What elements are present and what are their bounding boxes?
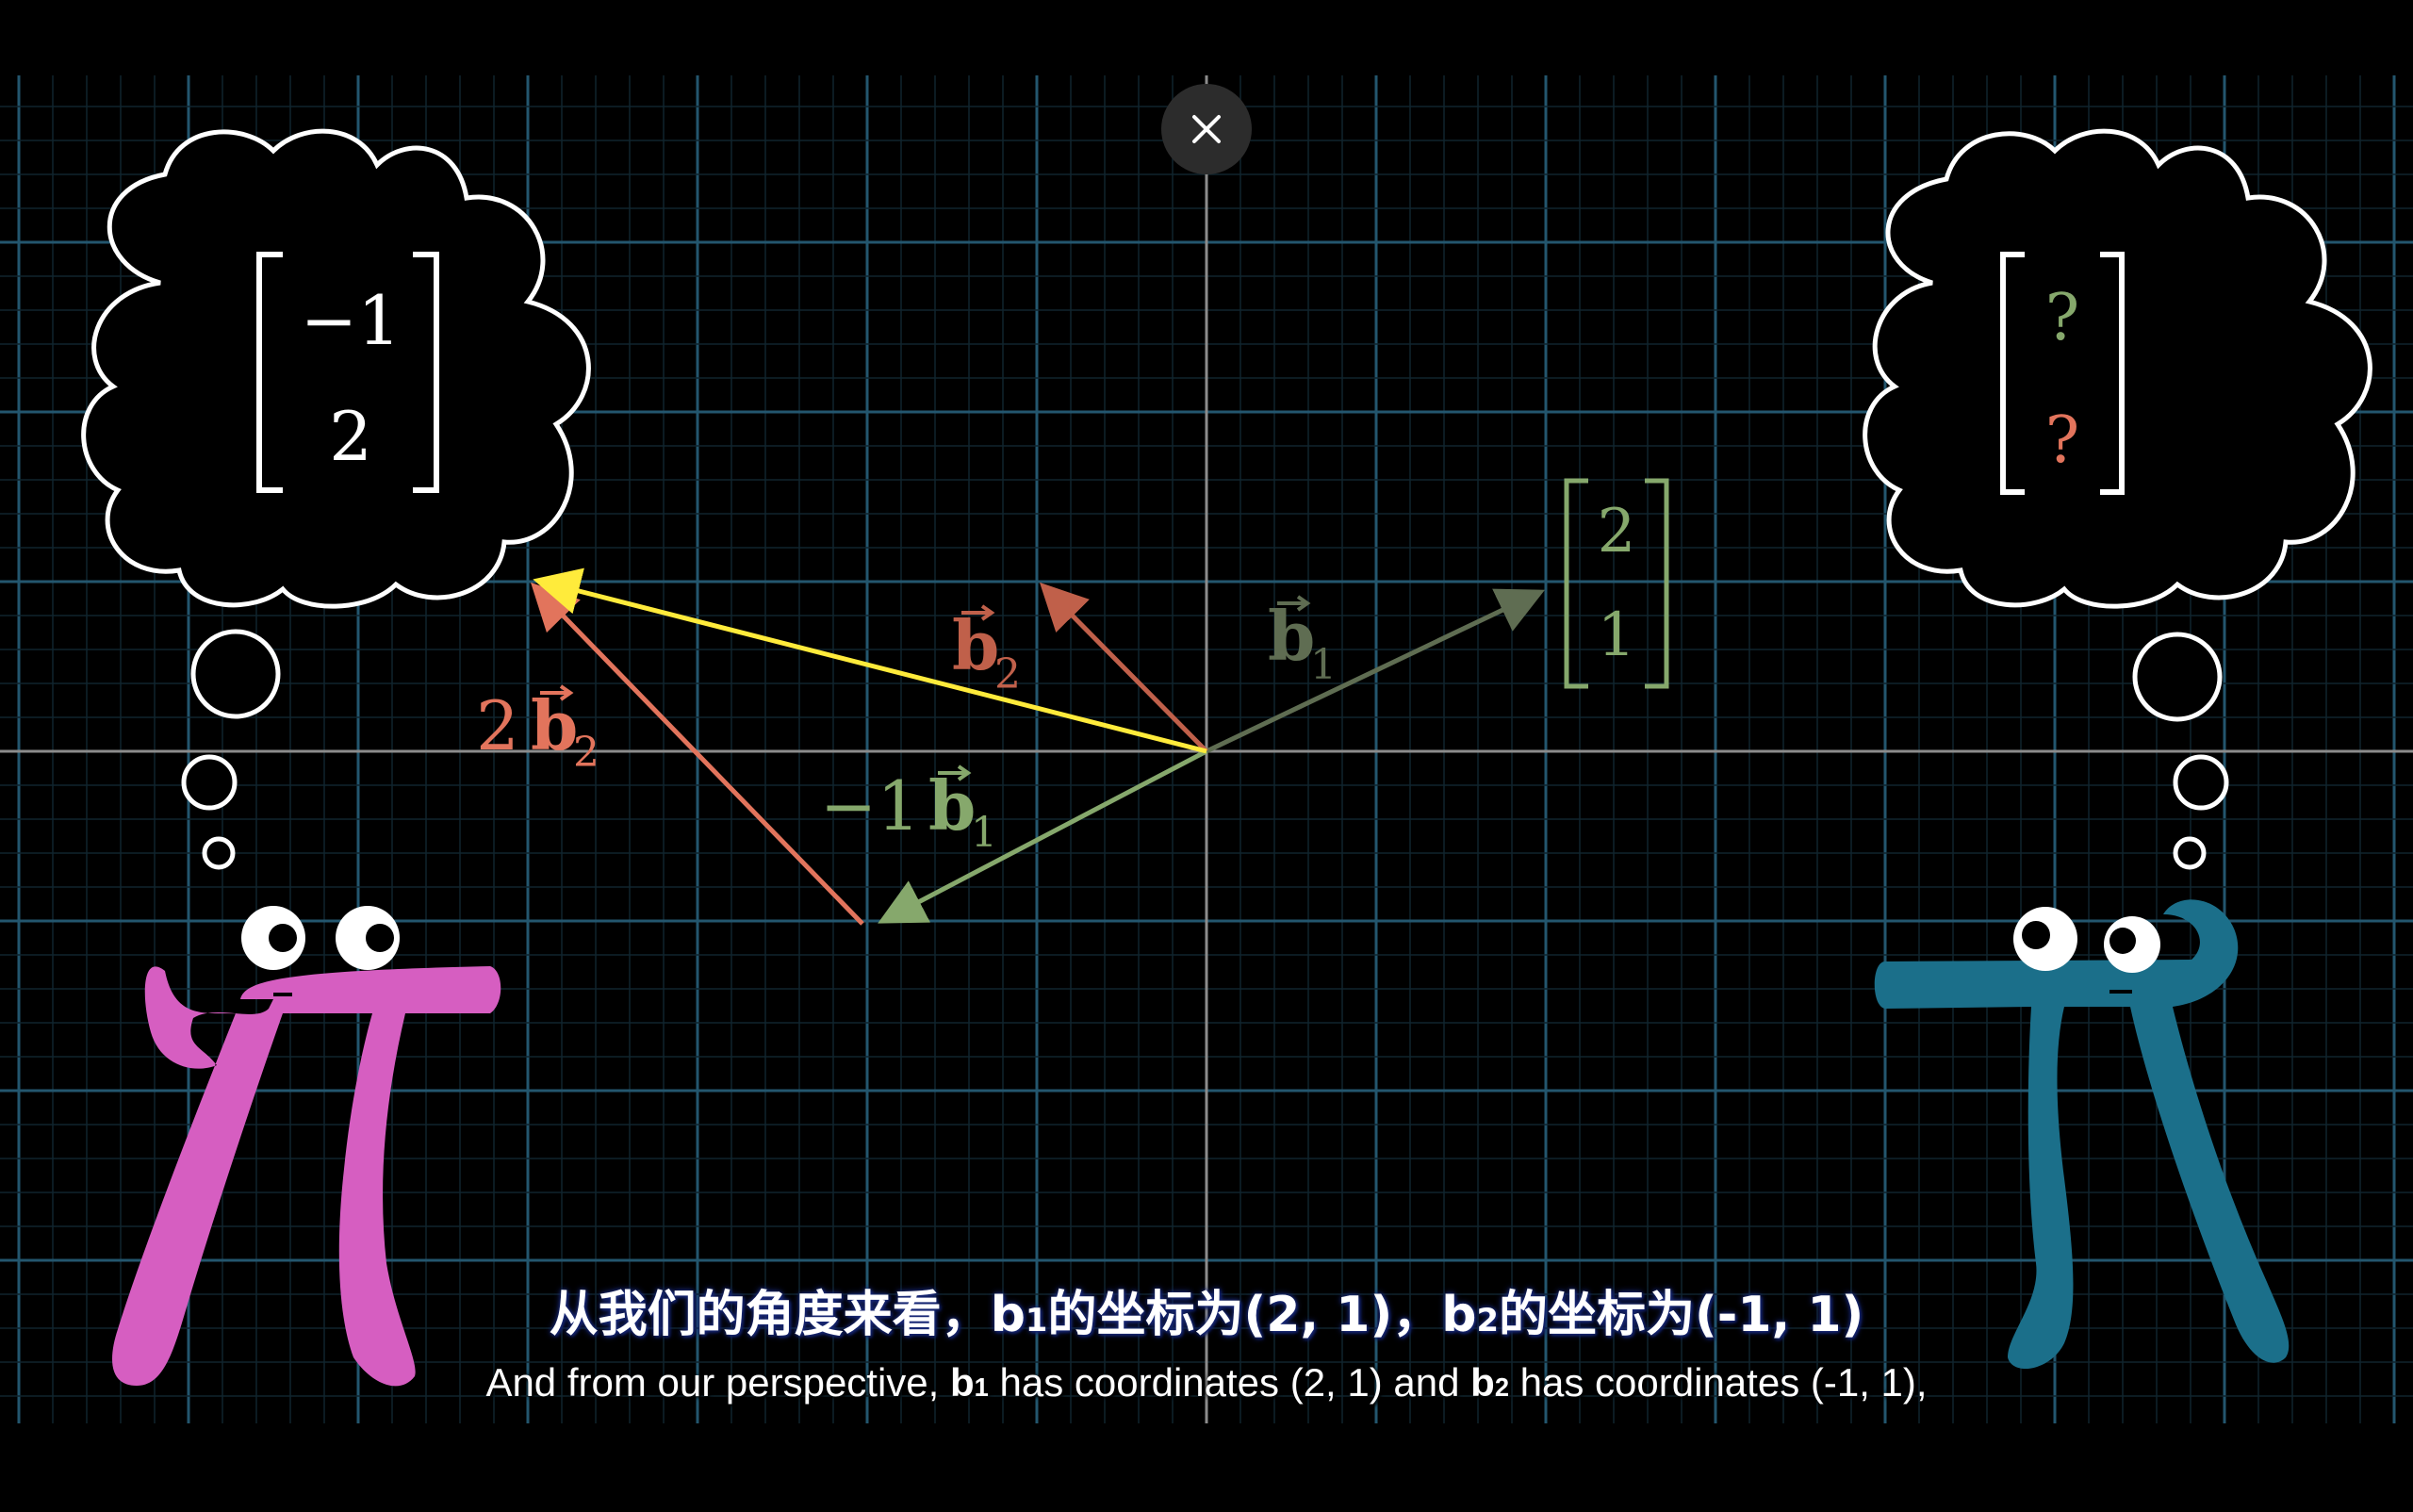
svg-text:2: 2 [573, 729, 599, 777]
svg-text:1: 1 [1598, 600, 1636, 670]
neg-b1-vector [878, 748, 1208, 924]
close-icon [1192, 115, 1221, 143]
svg-text:2: 2 [476, 686, 519, 765]
svg-text:2: 2 [1598, 497, 1636, 567]
subtitle-english: And from our perspective, b1 has coordin… [485, 1360, 1928, 1405]
svg-text:b: b [928, 765, 976, 846]
right-thought-bubble: ? ? [1863, 128, 2372, 870]
svg-text:?: ? [2045, 281, 2079, 355]
b1-coordinates-matrix: 2 1 [1564, 478, 1669, 689]
close-button[interactable] [1161, 84, 1252, 174]
two-b2-label: 2 b 2 [476, 684, 599, 777]
pink-pi-creature [112, 906, 501, 1387]
svg-text:−1: −1 [301, 281, 401, 360]
svg-text:1: 1 [1310, 641, 1337, 689]
subtitle-chinese: 从我们的角度来看，b1的坐标为(2, 1)，b2的坐标为(-1, 1) [549, 1287, 1864, 1343]
neg-b1-label: −1 b 1 [820, 764, 997, 857]
two-b2-vector [531, 582, 864, 926]
b1-label: b 1 [1268, 595, 1337, 689]
subtitles: 从我们的角度来看，b1的坐标为(2, 1)，b2的坐标为(-1, 1) And … [0, 1280, 2413, 1415]
teal-pi-creature [1874, 899, 2290, 1369]
sum-vector [533, 567, 1207, 754]
svg-text:b: b [531, 685, 578, 765]
b2-vector [1039, 582, 1208, 753]
left-thought-bubble: −1 2 [81, 128, 591, 870]
svg-text:?: ? [2045, 403, 2079, 478]
svg-text:b: b [952, 605, 999, 685]
b1-vector [1205, 588, 1546, 754]
svg-text:2: 2 [329, 397, 372, 476]
svg-text:b: b [1268, 596, 1315, 676]
svg-text:1: 1 [971, 809, 997, 857]
svg-text:2: 2 [994, 650, 1021, 698]
svg-text:−1: −1 [820, 766, 920, 846]
b2-label: b 2 [952, 604, 1021, 698]
